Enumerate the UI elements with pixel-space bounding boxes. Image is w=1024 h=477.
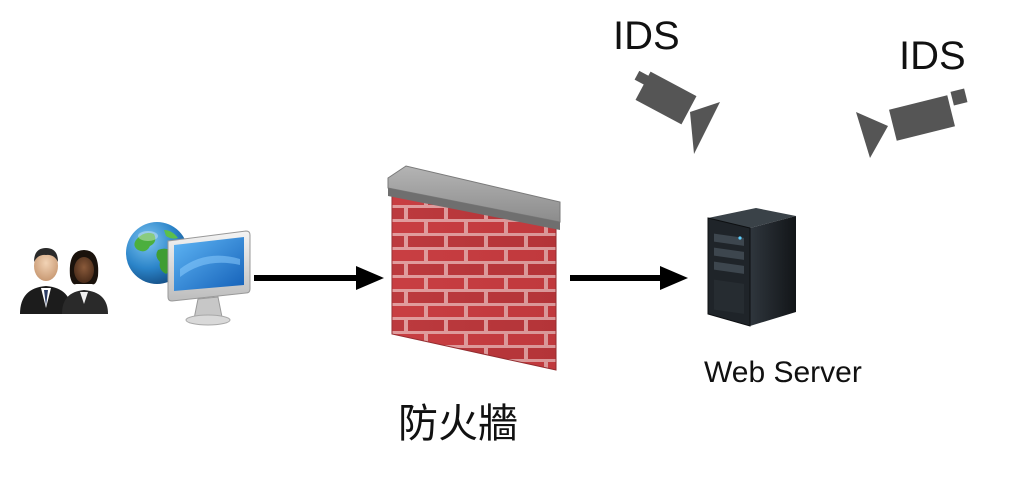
firewall-label: 防火牆 bbox=[398, 401, 518, 447]
computer-icon bbox=[167, 230, 251, 326]
server-icon bbox=[707, 208, 796, 327]
ids-label: IDS bbox=[613, 14, 680, 58]
users-icon bbox=[20, 248, 108, 314]
ids-camera-icon bbox=[856, 88, 968, 158]
web-server-label: Web Server bbox=[704, 356, 862, 389]
ids-camera-icon bbox=[634, 70, 720, 154]
ids-label: IDS bbox=[899, 34, 966, 78]
arrow-to-server bbox=[570, 266, 688, 290]
firewall-icon bbox=[387, 165, 561, 371]
arrow-to-firewall bbox=[254, 266, 384, 290]
